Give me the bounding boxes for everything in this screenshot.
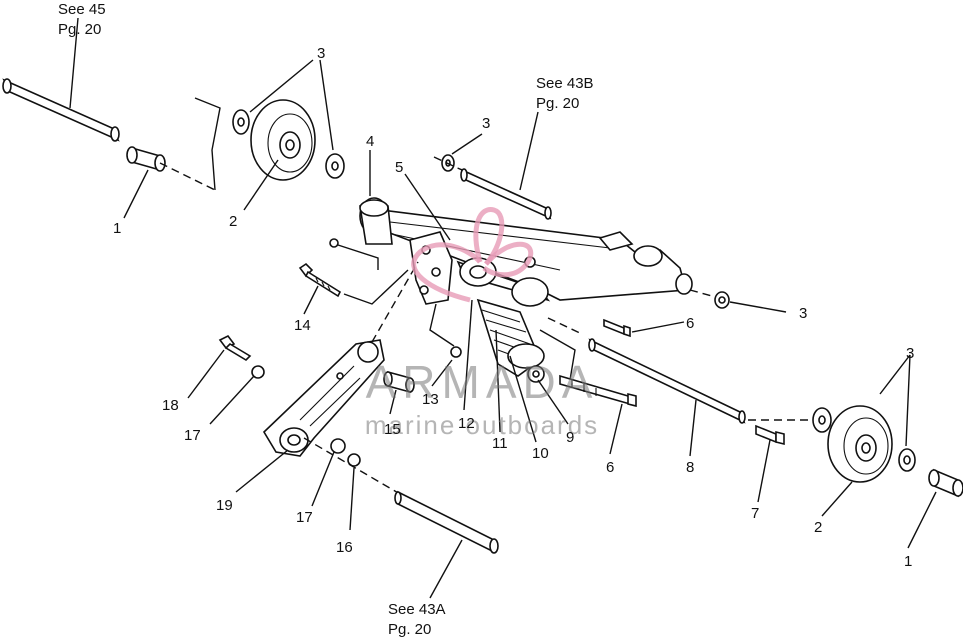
shaft-upper-right xyxy=(460,168,552,220)
callout-3: 3 xyxy=(482,115,490,132)
callout-17: 17 xyxy=(296,509,313,526)
callout-10: 10 xyxy=(532,445,549,462)
ref-see-43b-line1: See 43B xyxy=(536,75,594,92)
callout-3: 3 xyxy=(317,45,325,62)
bushing-1-left xyxy=(126,146,166,172)
bushing-15 xyxy=(383,370,415,394)
callout-8: 8 xyxy=(686,459,694,476)
callout-14: 14 xyxy=(294,317,311,334)
washer-3-right-a xyxy=(812,407,832,433)
idler-wheel-2-left xyxy=(250,99,316,181)
spring-11 xyxy=(476,298,545,377)
callout-2: 2 xyxy=(814,519,822,536)
callout-5: 5 xyxy=(395,159,403,176)
axis-line xyxy=(371,261,419,343)
shock-lower-eye xyxy=(527,365,545,383)
shaft-lower xyxy=(394,490,499,554)
washer-3-left-b xyxy=(325,153,345,179)
axis-line xyxy=(159,162,216,191)
shaft-8 xyxy=(588,338,746,424)
callout-17: 17 xyxy=(184,427,201,444)
callout-3: 3 xyxy=(906,345,914,362)
bolt-18 xyxy=(218,334,252,362)
leader xyxy=(337,244,379,270)
callout-16: 16 xyxy=(336,539,353,556)
ref-see-43a-line1: See 43A xyxy=(388,601,446,618)
callout-18: 18 xyxy=(162,397,179,414)
ref-see-45-line1: See 45 xyxy=(58,1,106,18)
callout-6: 6 xyxy=(686,315,694,332)
axis-line xyxy=(547,317,583,335)
nut-16 xyxy=(347,453,361,467)
bolt-6-upper xyxy=(603,318,631,338)
bracket-line xyxy=(429,303,455,347)
watermark-tagline: marine outboards xyxy=(365,410,599,440)
watermark-brand: ARMADA xyxy=(366,356,599,408)
callout-12: 12 xyxy=(458,415,475,432)
washer-3-right-upper xyxy=(714,291,730,309)
callout-6: 6 xyxy=(606,459,614,476)
rear-arm-19 xyxy=(262,339,385,457)
watermark-logo-mark xyxy=(411,207,534,303)
callout-2: 2 xyxy=(229,213,237,230)
bracket-line xyxy=(539,329,576,381)
callout-1: 1 xyxy=(904,553,912,570)
front-arm-4 xyxy=(359,197,693,301)
axis-line xyxy=(689,289,713,297)
bracket-line xyxy=(194,97,221,191)
washer-3-right-b xyxy=(898,448,916,472)
callout-7: 7 xyxy=(751,505,759,522)
callout-1: 1 xyxy=(113,220,121,237)
axis-line xyxy=(433,156,463,171)
callout-3: 3 xyxy=(799,305,807,322)
ref-see-43b-line2: Pg. 20 xyxy=(536,95,579,112)
callout-11: 11 xyxy=(492,435,508,452)
shaft-upper-left xyxy=(2,78,120,142)
callout-19: 19 xyxy=(216,497,233,514)
callout-9: 9 xyxy=(566,429,574,446)
nut-small-a xyxy=(329,238,339,248)
bolt-6-lower xyxy=(559,374,637,408)
callout-4: 4 xyxy=(366,133,374,150)
ref-see-45-line2: Pg. 20 xyxy=(58,21,101,38)
axis-line xyxy=(303,437,401,495)
washer-17-a xyxy=(251,365,265,379)
callout-15: 15 xyxy=(384,421,401,438)
leader-lines xyxy=(69,17,937,599)
callout-13: 13 xyxy=(422,391,439,408)
bushing-1-right xyxy=(928,468,963,498)
bolt-7 xyxy=(755,424,785,446)
washer-17-b xyxy=(330,438,346,454)
ref-see-43a-line2: Pg. 20 xyxy=(388,621,431,638)
nut-13 xyxy=(450,346,462,358)
idler-wheel-2-right xyxy=(827,405,893,483)
leader xyxy=(343,269,409,305)
bolt-14 xyxy=(298,262,342,298)
washer-3-left-a xyxy=(232,109,250,135)
